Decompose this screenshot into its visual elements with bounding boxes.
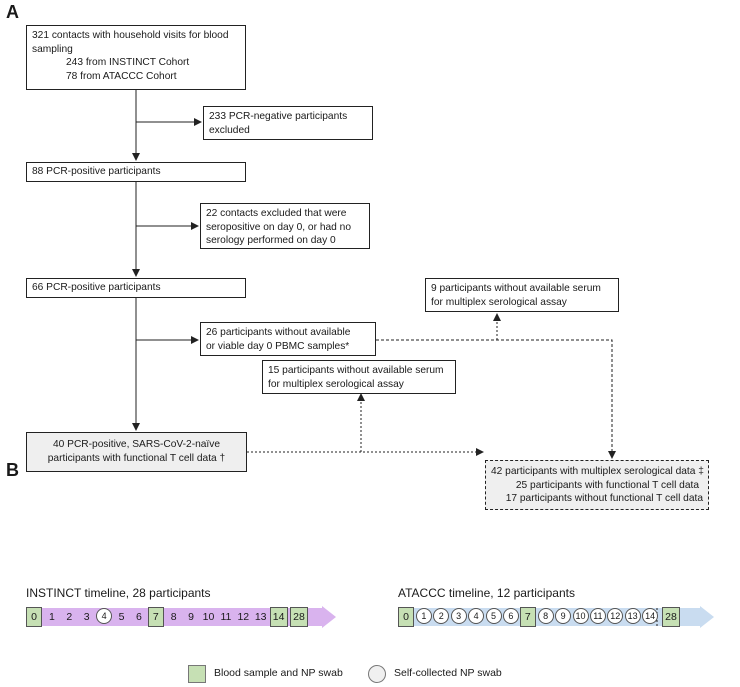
instinct-timeline-title: INSTINCT timeline, 28 participants bbox=[26, 586, 211, 600]
instinct-day-5: 5 bbox=[118, 611, 125, 623]
box-40-line2: participants with functional T cell data… bbox=[47, 452, 226, 464]
instinct-day-0-blood: 0 bbox=[26, 607, 42, 627]
box-321-line2: sampling bbox=[32, 43, 73, 55]
ataccc-day-12-swab: 12 bbox=[607, 608, 624, 624]
instinct-day-12: 12 bbox=[237, 611, 250, 623]
box-321-line4: 78 from ATACCC Cohort bbox=[66, 70, 177, 82]
ataccc-day-28-blood: 28 bbox=[662, 607, 680, 627]
box-233-line1: 233 PCR-negative participants bbox=[209, 111, 348, 122]
box-233-line2: excluded bbox=[209, 124, 250, 136]
dashed-path-pbmc-to-multiplex bbox=[376, 339, 616, 459]
box-233-negative: 233 PCR-negative participants excluded bbox=[203, 106, 373, 140]
ataccc-day-2-swab: 2 bbox=[433, 608, 450, 624]
box-22-excluded: 22 contacts excluded that were seroposit… bbox=[200, 203, 370, 249]
box-9-line2: for multiplex serological assay bbox=[431, 296, 567, 308]
box-40-line1: 40 PCR-positive, SARS-CoV-2-naïve bbox=[52, 439, 221, 450]
box-42-line2: 25 participants with functional T cell d… bbox=[515, 479, 699, 491]
box-15-no-serum: 15 participants without available serum … bbox=[262, 360, 456, 394]
box-42-line3: 17 participants without functional T cel… bbox=[505, 493, 703, 504]
instinct-day-8: 8 bbox=[170, 611, 177, 623]
box-42-multiplex: 42 participants with multiplex serologic… bbox=[485, 460, 709, 510]
ataccc-day-1-swab: 1 bbox=[415, 608, 432, 624]
box-26-line1: 26 participants without available bbox=[206, 327, 351, 338]
box-66-positive: 66 PCR-positive participants bbox=[26, 278, 246, 298]
box-9-no-serum: 9 participants without available serum f… bbox=[425, 278, 619, 312]
legend-swab-swatch bbox=[368, 665, 386, 683]
box-321-contacts: 321 contacts with household visits for b… bbox=[26, 25, 246, 90]
instinct-day-2: 2 bbox=[66, 611, 73, 623]
box-15-line2: for multiplex serological assay bbox=[268, 378, 404, 390]
legend-blood-swatch bbox=[188, 665, 206, 683]
instinct-day-9: 9 bbox=[188, 611, 195, 623]
ataccc-day-4-swab: 4 bbox=[468, 608, 485, 624]
panel-a-label: A bbox=[6, 2, 19, 22]
box-22-line2: seropositive on day 0, or had no bbox=[206, 221, 351, 233]
instinct-day-28-blood: 28 bbox=[290, 607, 308, 627]
legend-blood-label: Blood sample and NP swab bbox=[214, 667, 343, 679]
box-66-line1: 66 PCR-positive participants bbox=[32, 282, 161, 293]
instinct-day-7-blood: 7 bbox=[147, 607, 164, 627]
box-26-line2: or viable day 0 PBMC samples* bbox=[206, 340, 350, 352]
instinct-day-1: 1 bbox=[48, 611, 55, 623]
ataccc-day-7-blood: 7 bbox=[519, 607, 536, 627]
box-40-tcell: 40 PCR-positive, SARS-CoV-2-naïve partic… bbox=[26, 432, 247, 472]
legend-swab-label: Self-collected NP swab bbox=[394, 667, 502, 679]
box-22-line3: serology performed on day 0 bbox=[206, 235, 336, 246]
instinct-day-3: 3 bbox=[83, 611, 90, 623]
instinct-day-6: 6 bbox=[135, 611, 142, 623]
ataccc-timeline-title: ATACCC timeline, 12 participants bbox=[398, 586, 575, 600]
box-321-line3: 243 from INSTINCT Cohort bbox=[66, 57, 190, 68]
instinct-day-11: 11 bbox=[220, 611, 232, 623]
instinct-day-4-swab: 4 bbox=[96, 608, 113, 624]
instinct-day-13: 13 bbox=[254, 611, 267, 623]
box-42-line1: 42 participants with multiplex serologic… bbox=[491, 466, 704, 477]
box-22-line1: 22 contacts excluded that were bbox=[206, 208, 347, 219]
ataccc-day-6-swab: 6 bbox=[502, 608, 519, 624]
panel-b-label: B bbox=[6, 460, 19, 480]
ataccc-day-3-swab: 3 bbox=[450, 608, 467, 624]
ataccc-day-10-swab: 10 bbox=[572, 608, 589, 624]
ataccc-day-13-swab: 13 bbox=[624, 608, 641, 624]
ataccc-day-5-swab: 5 bbox=[485, 608, 502, 624]
ataccc-day-14-swab: 14 bbox=[642, 608, 659, 624]
box-15-line1: 15 participants without available serum bbox=[268, 365, 444, 376]
box-88-line1: 88 PCR-positive participants bbox=[32, 166, 161, 177]
ataccc-day-11-swab: 11 bbox=[589, 608, 606, 624]
instinct-day-10: 10 bbox=[202, 611, 215, 623]
box-9-line1: 9 participants without available serum bbox=[431, 283, 601, 294]
box-26-no-pbmc: 26 participants without available or via… bbox=[200, 322, 376, 356]
box-321-line1: 321 contacts with household visits for b… bbox=[32, 30, 229, 41]
box-88-positive: 88 PCR-positive participants bbox=[26, 162, 246, 182]
ataccc-day-0-blood: 0 bbox=[398, 607, 414, 627]
instinct-day-14-blood: 14 bbox=[269, 607, 288, 627]
ataccc-day-9-swab: 9 bbox=[555, 608, 572, 624]
ataccc-day-8-swab: 8 bbox=[537, 608, 554, 624]
